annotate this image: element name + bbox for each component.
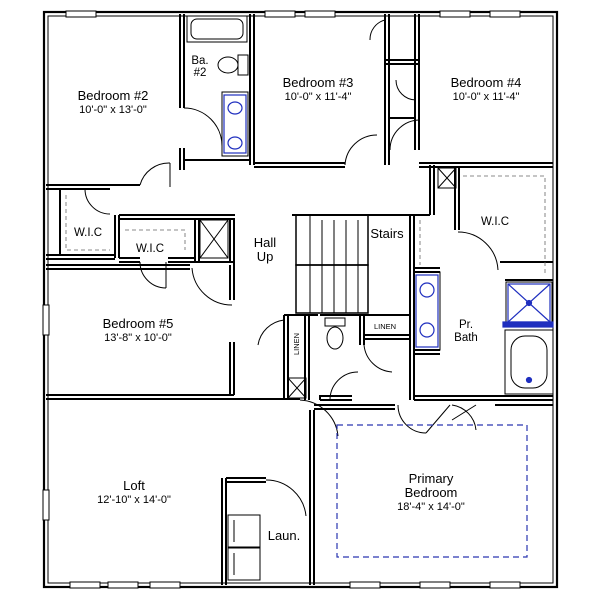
wic-right-name: W.I.C (481, 216, 509, 228)
linen-horizontal-name: LINEN (374, 322, 396, 331)
primary-bath-name-line2: Bath (454, 332, 478, 344)
door-swings (84, 19, 499, 517)
closet-shelves (65, 175, 546, 275)
laundry-name: Laun. (268, 528, 301, 543)
bedroom5-dims: 13'-8" x 10'-0" (104, 332, 172, 344)
bath2-name-line2: #2 (194, 67, 207, 79)
bedroom4-name: Bedroom #4 (451, 75, 522, 90)
primary-bedroom-dims: 18'-4" x 14'-0" (397, 501, 465, 513)
bedroom3-dims: 10'-0" x 11'-4" (285, 91, 352, 103)
fixture-accents (223, 94, 554, 384)
bedroom2-name: Bedroom #2 (78, 88, 149, 103)
primary-bath-name-line1: Pr. (459, 319, 473, 331)
hall-name-line1: Hall (254, 235, 277, 250)
room-labels: Bedroom #2 10'-0" x 13'-0" Ba. #2 Bedroo… (74, 55, 521, 543)
stair-treads (295, 214, 369, 314)
wic-left-name: W.I.C (74, 227, 102, 239)
bedroom2-dims: 10'-0" x 13'-0" (79, 104, 147, 116)
linen-vertical-name: LINEN (292, 333, 301, 355)
hall-name-line2: Up (257, 249, 274, 264)
fixtures (186, 15, 554, 581)
bedroom5-name: Bedroom #5 (103, 316, 174, 331)
bedroom4-dims: 10'-0" x 11'-4" (453, 91, 520, 103)
tray-ceiling-outline (336, 424, 528, 558)
loft-dims: 12'-10" x 14'-0" (97, 494, 171, 506)
bedroom3-name: Bedroom #3 (283, 75, 354, 90)
primary-bedroom-name-line2: Bedroom (405, 485, 458, 500)
bath2-name-line1: Ba. (191, 55, 208, 67)
exterior-walls (42, 10, 559, 589)
wic-mid-name: W.I.C (136, 243, 164, 255)
windows (42, 10, 521, 589)
loft-name: Loft (123, 478, 145, 493)
stairs-name: Stairs (370, 226, 404, 241)
primary-bedroom-name-line1: Primary (409, 471, 454, 486)
